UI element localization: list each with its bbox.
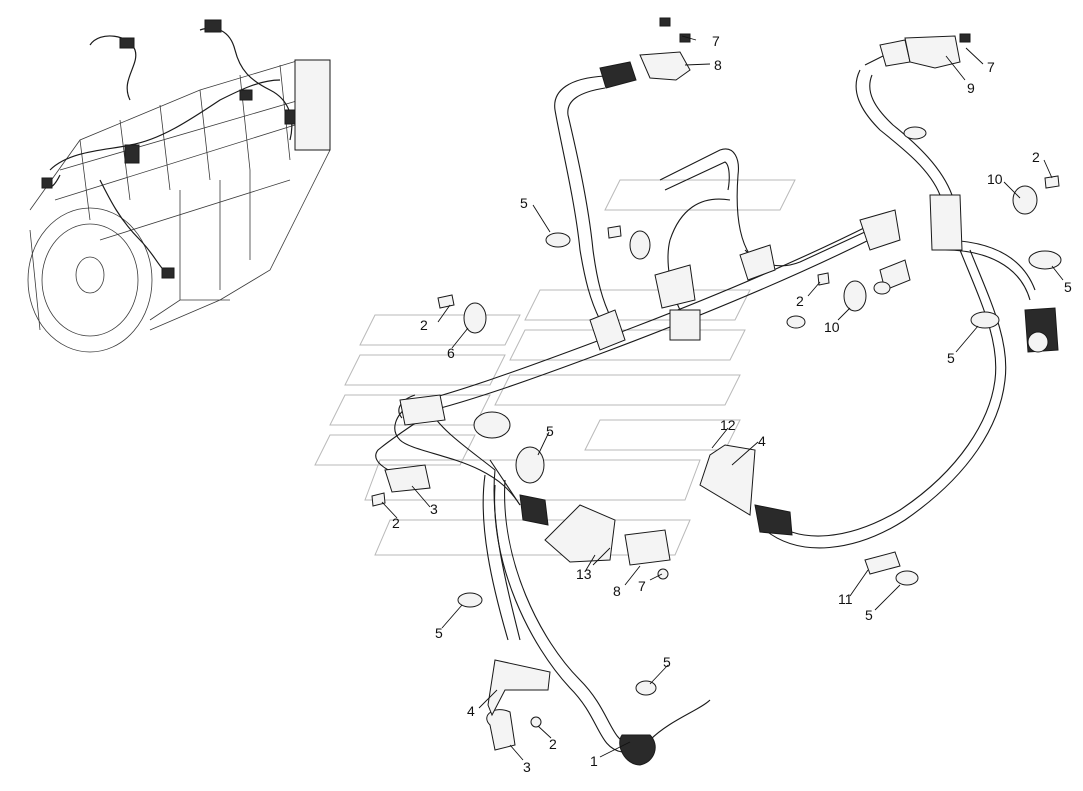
callout-7: 7 — [638, 578, 646, 594]
callout-1: 1 — [590, 753, 598, 769]
callout-10: 10 — [987, 171, 1003, 187]
callout-3: 3 — [523, 759, 531, 775]
callout-11: 11 — [838, 591, 853, 607]
main-wiring-harness — [375, 54, 1036, 753]
callout-7: 7 — [712, 33, 720, 49]
engine-overview-illustration — [27, 19, 331, 353]
callout-10: 10 — [824, 319, 840, 335]
callout-5: 5 — [546, 423, 554, 439]
callout-5: 5 — [663, 654, 671, 670]
callout-5: 5 — [520, 195, 528, 211]
callout-13: 13 — [576, 566, 592, 582]
components — [371, 17, 1062, 766]
callout-4: 4 — [758, 433, 766, 449]
callout-2: 2 — [420, 317, 428, 333]
callout-5: 5 — [1064, 279, 1072, 295]
callout-2: 2 — [392, 515, 400, 531]
callout-6: 6 — [447, 345, 455, 361]
callout-5: 5 — [865, 607, 873, 623]
callout-5: 5 — [947, 350, 955, 366]
leader-lines — [381, 35, 1064, 761]
callout-7: 7 — [987, 59, 995, 75]
callout-8: 8 — [613, 583, 621, 599]
callout-2: 2 — [549, 736, 557, 752]
callout-3: 3 — [430, 501, 438, 517]
callout-labels: 1 2 2 2 2 2 3 3 4 4 5 5 5 5 5 5 5 5 6 7 … — [392, 33, 1072, 775]
callout-4: 4 — [467, 703, 475, 719]
callout-2: 2 — [1032, 149, 1040, 165]
callout-5: 5 — [435, 625, 443, 641]
callout-12: 12 — [720, 417, 736, 433]
callout-2: 2 — [796, 293, 804, 309]
callout-9: 9 — [967, 80, 975, 96]
callout-8: 8 — [714, 57, 722, 73]
